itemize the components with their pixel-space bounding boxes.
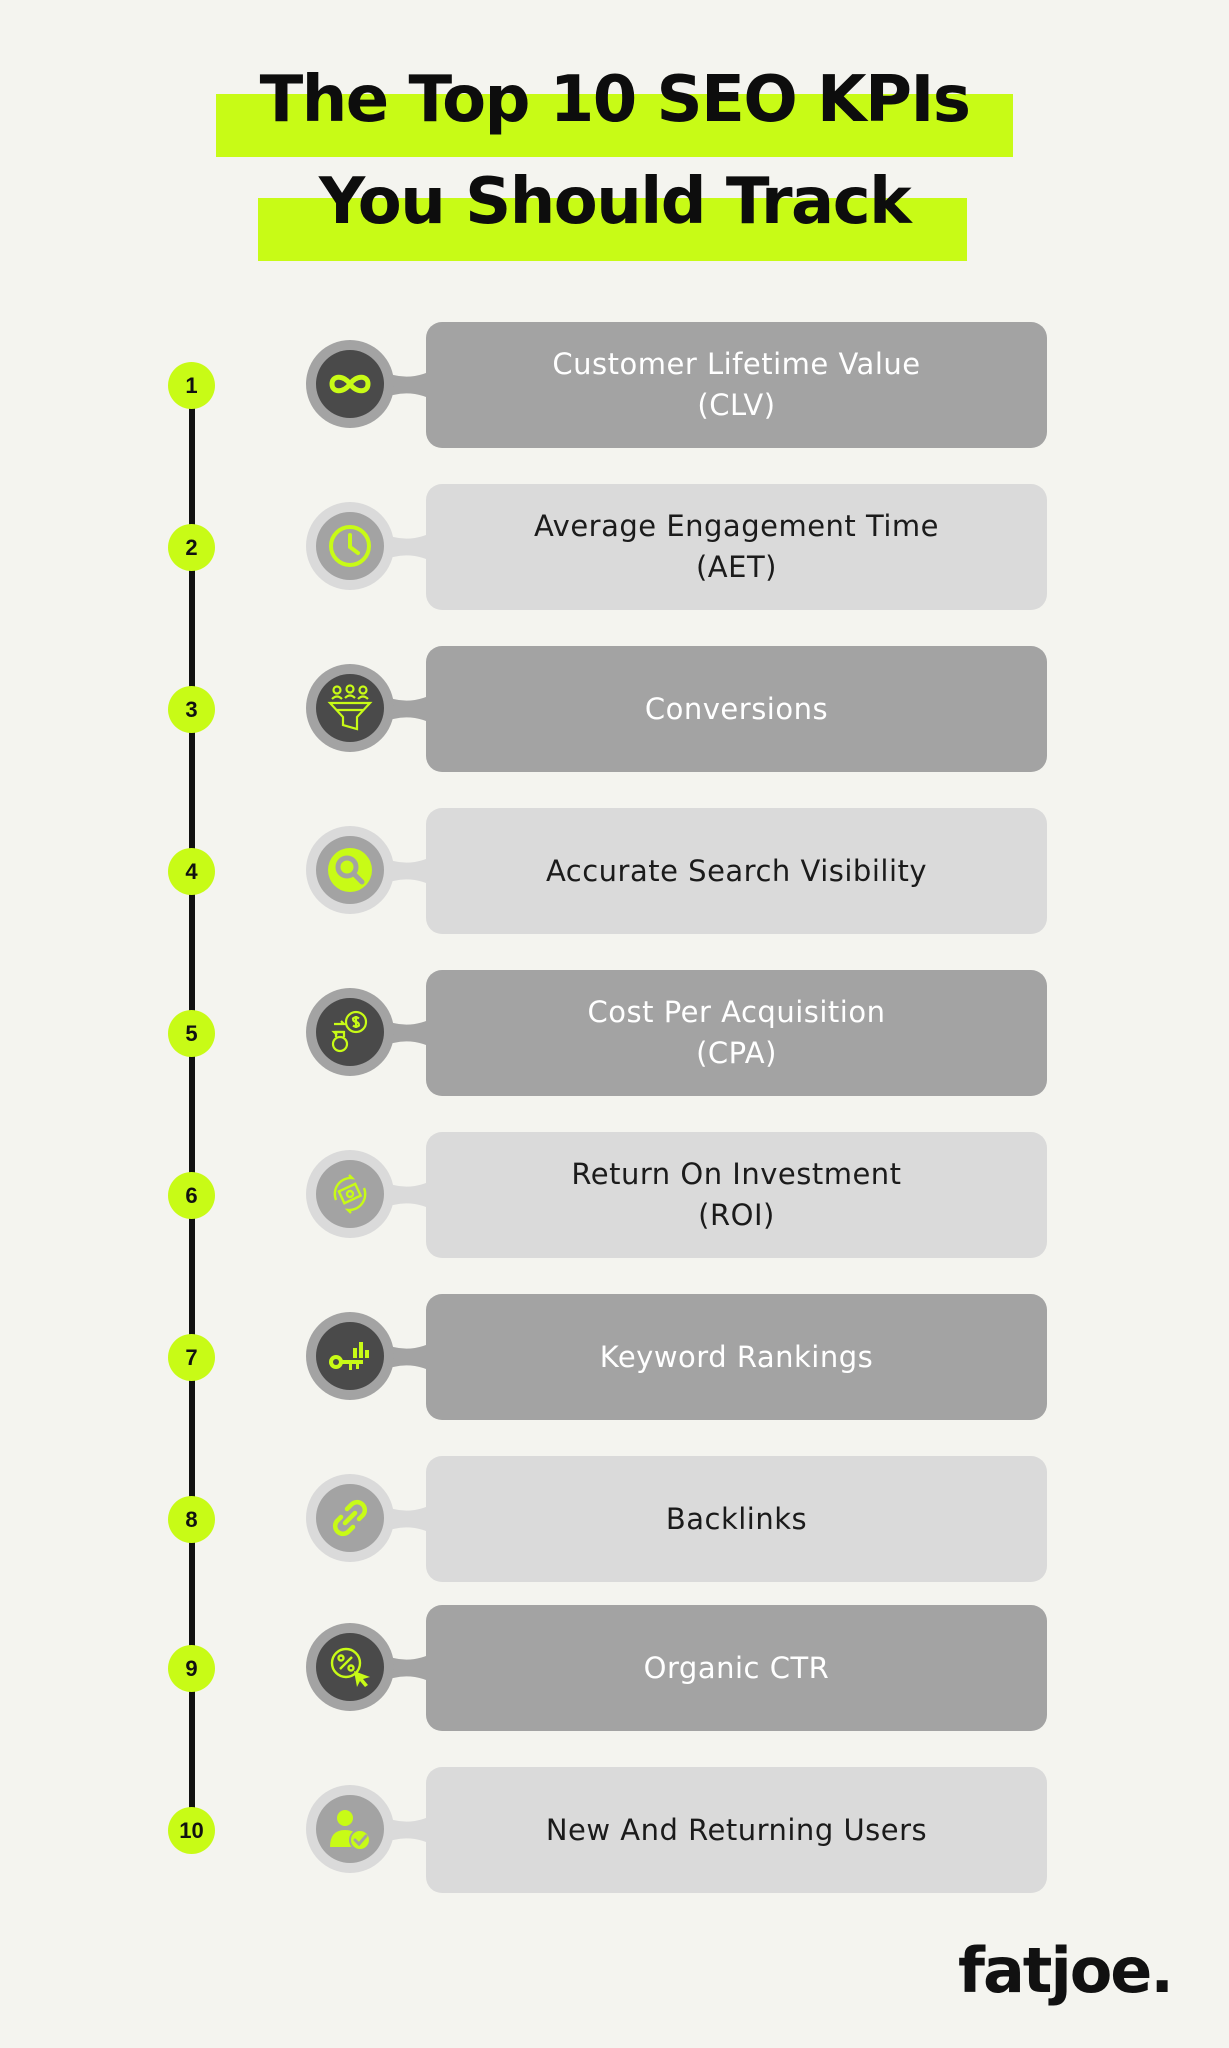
kpi-number-badge: 2: [168, 524, 215, 571]
kpi-item-1: 1 Customer Lifetime Value (CLV): [0, 322, 1229, 448]
icon-connector: [380, 1014, 440, 1052]
kpi-number-badge: 9: [168, 1645, 215, 1692]
kpi-label: Conversions: [644, 691, 829, 726]
clock-icon: [316, 512, 384, 580]
icon-connector: [380, 1176, 440, 1214]
infinity-icon: [316, 350, 384, 418]
kpi-label: Keyword Rankings: [599, 1339, 874, 1374]
kpi-icon-ring: [306, 340, 394, 428]
kpi-card: Return On Investment (ROI): [426, 1132, 1047, 1258]
money-cycle-icon: [316, 1160, 384, 1228]
dollar-exchange-icon: [316, 998, 384, 1066]
kpi-item-5: 5 Cost Per Acquisition (CPA): [0, 970, 1229, 1096]
icon-connector: [380, 1649, 440, 1687]
magnifier-icon: [316, 836, 384, 904]
kpi-card: New And Returning Users: [426, 1767, 1047, 1893]
kpi-number-badge: 1: [168, 362, 215, 409]
kpi-label: Return On Investment (ROI): [571, 1157, 902, 1232]
kpi-icon-ring: [306, 502, 394, 590]
kpi-item-9: 9 Organic CTR: [0, 1605, 1229, 1731]
kpi-label: Average Engagement Time (AET): [534, 509, 939, 584]
kpi-card: Average Engagement Time (AET): [426, 484, 1047, 610]
kpi-icon-ring: [306, 1623, 394, 1711]
key-chart-icon: [316, 1322, 384, 1390]
kpi-number-badge: 10: [168, 1807, 215, 1854]
icon-connector: [380, 690, 440, 728]
icon-connector: [380, 366, 440, 404]
kpi-number-badge: 6: [168, 1172, 215, 1219]
kpi-item-2: 2 Average Engagement Time (AET): [0, 484, 1229, 610]
kpi-label: New And Returning Users: [545, 1812, 928, 1847]
kpi-icon-ring: [306, 826, 394, 914]
kpi-item-8: 8 Backlinks: [0, 1456, 1229, 1582]
title-block: The Top 10 SEO KPIs You Should Track: [0, 0, 1229, 270]
kpi-icon-ring: [306, 664, 394, 752]
kpi-card: Customer Lifetime Value (CLV): [426, 322, 1047, 448]
kpi-icon-ring: [306, 1785, 394, 1873]
icon-connector: [380, 1338, 440, 1376]
kpi-label: Cost Per Acquisition (CPA): [587, 995, 886, 1070]
kpi-item-3: 3 Conversions: [0, 646, 1229, 772]
kpi-icon-ring: [306, 1312, 394, 1400]
kpi-number-badge: 5: [168, 1010, 215, 1057]
timeline-line: [189, 388, 195, 1848]
kpi-number-badge: 4: [168, 848, 215, 895]
kpi-card: Organic CTR: [426, 1605, 1047, 1731]
kpi-item-6: 6 Return On Investment (ROI): [0, 1132, 1229, 1258]
kpi-number-badge: 8: [168, 1496, 215, 1543]
kpi-icon-ring: [306, 1474, 394, 1562]
kpi-item-10: 10 New And Returning Users: [0, 1767, 1229, 1893]
kpi-icon-ring: [306, 988, 394, 1076]
kpi-number-badge: 3: [168, 686, 215, 733]
kpi-card: Cost Per Acquisition (CPA): [426, 970, 1047, 1096]
kpi-label: Customer Lifetime Value (CLV): [552, 347, 921, 422]
kpi-item-4: 4 Accurate Search Visibility: [0, 808, 1229, 934]
page-title-line-2: You Should Track: [318, 165, 912, 239]
kpi-card: Conversions: [426, 646, 1047, 772]
percent-cursor-icon: [316, 1633, 384, 1701]
kpi-icon-ring: [306, 1150, 394, 1238]
title-highlight-1: [216, 94, 1013, 157]
icon-connector: [380, 528, 440, 566]
kpi-item-7: 7 Keyword Rankings: [0, 1294, 1229, 1420]
icon-connector: [380, 852, 440, 890]
kpi-card: Keyword Rankings: [426, 1294, 1047, 1420]
kpi-label: Accurate Search Visibility: [545, 853, 928, 888]
chain-link-icon: [316, 1484, 384, 1552]
page-title-line-1: The Top 10 SEO KPIs: [259, 63, 971, 137]
kpi-card: Backlinks: [426, 1456, 1047, 1582]
user-check-icon: [316, 1795, 384, 1863]
kpi-card: Accurate Search Visibility: [426, 808, 1047, 934]
icon-connector: [380, 1500, 440, 1538]
title-highlight-2: [258, 198, 967, 261]
kpi-label: Backlinks: [665, 1501, 808, 1536]
kpi-label: Organic CTR: [643, 1650, 830, 1685]
funnel-people-icon: [316, 674, 384, 742]
kpi-number-badge: 7: [168, 1334, 215, 1381]
brand-logo: fatjoe.: [958, 1934, 1174, 2007]
icon-connector: [380, 1811, 440, 1849]
